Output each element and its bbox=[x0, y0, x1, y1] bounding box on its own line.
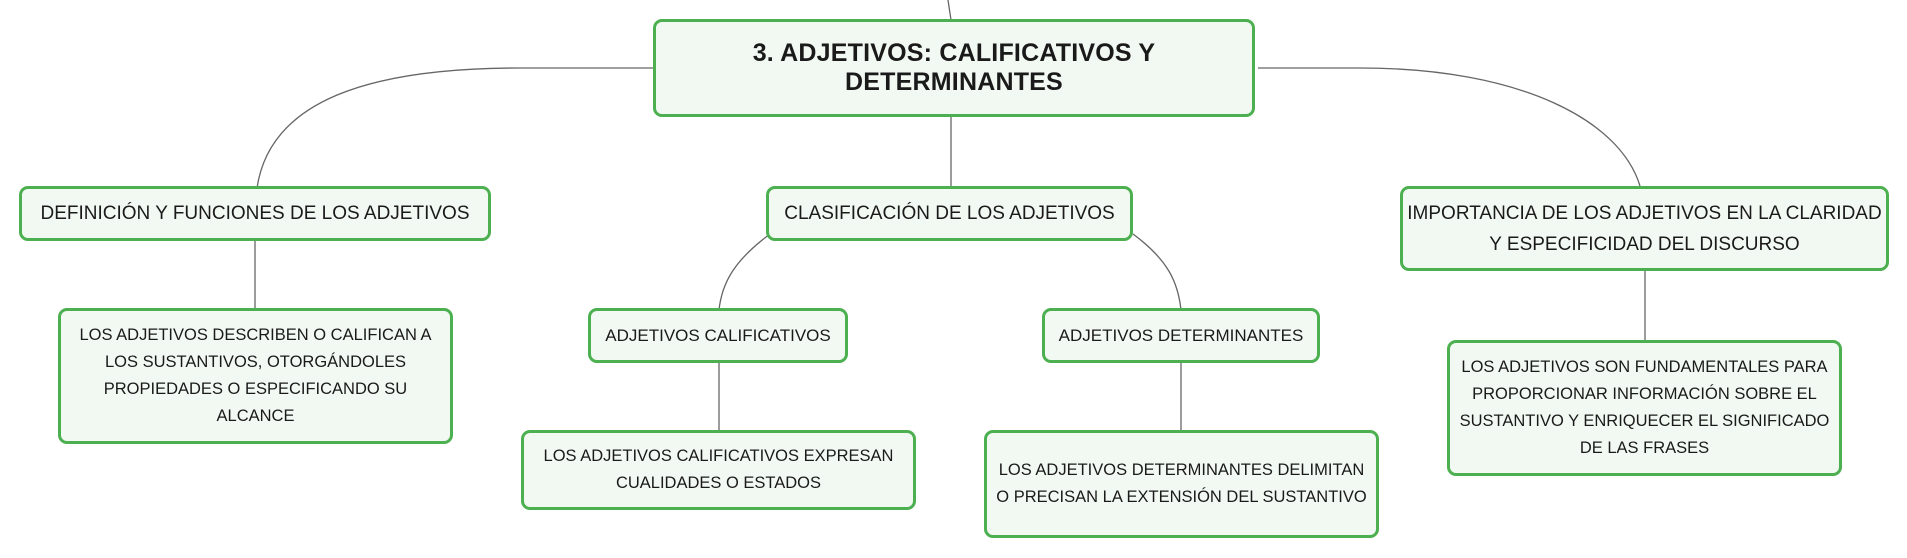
importancia-detail-text: LOS ADJETIVOS SON FUNDAMENTALES PARA PRO… bbox=[1459, 358, 1830, 457]
calificativos-detail-text: LOS ADJETIVOS CALIFICATIVOS EXPRESAN CUA… bbox=[543, 447, 894, 492]
root-node-label: 3. ADJETIVOS: CALIFICATIVOS Y DETERMINAN… bbox=[752, 39, 1156, 96]
definicion-detail-node[interactable]: LOS ADJETIVOS DESCRIBEN O CALIFICAN A LO… bbox=[58, 308, 453, 444]
clasificacion-node-label: CLASIFICACIÓN DE LOS ADJETIVOS bbox=[784, 203, 1115, 224]
definicion-node[interactable]: DEFINICIÓN Y FUNCIONES DE LOS ADJETIVOS bbox=[19, 186, 491, 241]
importancia-node[interactable]: IMPORTANCIA DE LOS ADJETIVOS EN LA CLARI… bbox=[1400, 186, 1889, 271]
importancia-detail-node[interactable]: LOS ADJETIVOS SON FUNDAMENTALES PARA PRO… bbox=[1447, 340, 1842, 476]
definicion-detail-text: LOS ADJETIVOS DESCRIBEN O CALIFICAN A LO… bbox=[79, 326, 432, 425]
calificativos-node-label: ADJETIVOS CALIFICATIVOS bbox=[605, 325, 831, 345]
determinantes-node-label: ADJETIVOS DETERMINANTES bbox=[1058, 325, 1304, 345]
connector-clasificacion-calificativos bbox=[718, 233, 771, 311]
root-node[interactable]: 3. ADJETIVOS: CALIFICATIVOS Y DETERMINAN… bbox=[653, 19, 1255, 117]
connector-root-parent bbox=[947, 0, 952, 21]
connector-root-importancia bbox=[1258, 67, 1641, 187]
calificativos-node[interactable]: ADJETIVOS CALIFICATIVOS bbox=[588, 308, 848, 363]
connector-clasificacion-determinantes bbox=[1132, 233, 1182, 311]
determinantes-detail-node[interactable]: LOS ADJETIVOS DETERMINANTES DELIMITAN O … bbox=[984, 430, 1379, 538]
determinantes-node[interactable]: ADJETIVOS DETERMINANTES bbox=[1042, 308, 1320, 363]
calificativos-detail-node[interactable]: LOS ADJETIVOS CALIFICATIVOS EXPRESAN CUA… bbox=[521, 430, 916, 510]
importancia-node-label: IMPORTANCIA DE LOS ADJETIVOS EN LA CLARI… bbox=[1407, 202, 1882, 255]
connector-root-definicion bbox=[256, 67, 655, 189]
determinantes-detail-text: LOS ADJETIVOS DETERMINANTES DELIMITAN O … bbox=[996, 461, 1367, 506]
definicion-node-label: DEFINICIÓN Y FUNCIONES DE LOS ADJETIVOS bbox=[40, 203, 470, 224]
clasificacion-node[interactable]: CLASIFICACIÓN DE LOS ADJETIVOS bbox=[766, 186, 1133, 241]
